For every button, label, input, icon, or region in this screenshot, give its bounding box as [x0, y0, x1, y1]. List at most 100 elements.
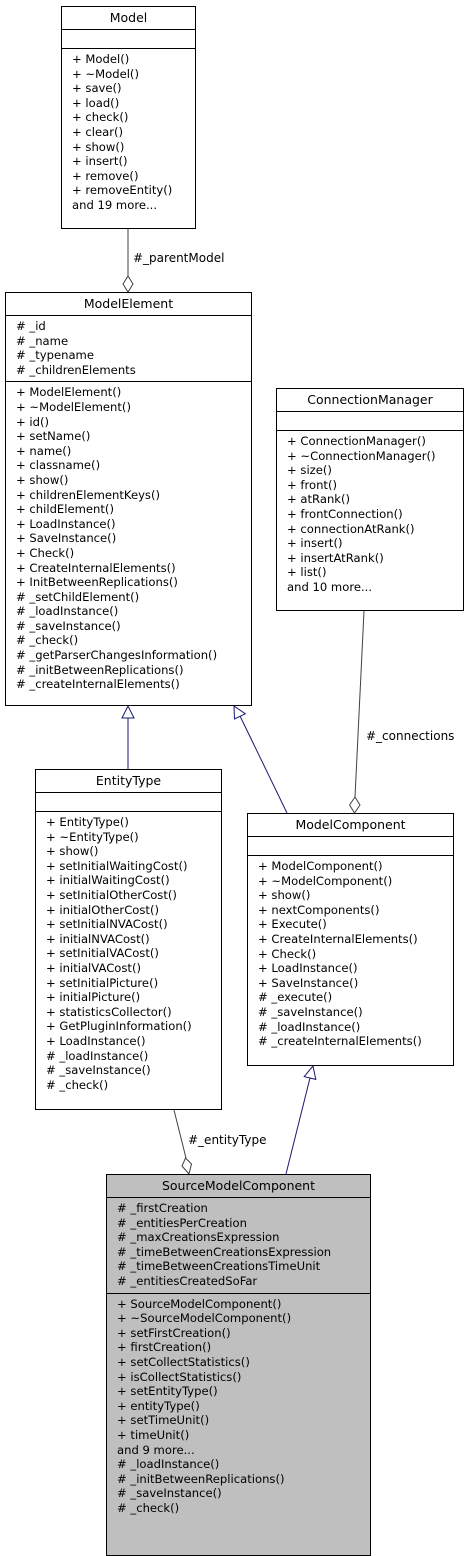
attribute: # _childrenElements: [16, 362, 136, 377]
attribute: # _name: [16, 333, 69, 348]
method: + size(): [287, 463, 332, 478]
method: + CreateInternalElements(): [258, 931, 418, 946]
method: # _initBetweenReplications(): [117, 1471, 285, 1486]
method: + setInitialVACost(): [46, 946, 159, 961]
method: + save(): [72, 81, 122, 96]
edge-label-entity-type: #_entityType: [188, 1133, 267, 1147]
method: + statisticsCollector(): [46, 1004, 172, 1019]
edge-label-connections: #_connections: [366, 729, 455, 743]
method: + setCollectStatistics(): [117, 1354, 250, 1369]
method: + remove(): [72, 168, 139, 183]
method: + ~ModelElement(): [16, 399, 131, 414]
method: # _setChildElement(): [16, 589, 140, 604]
method: + Model(): [72, 52, 130, 66]
method: + LoadInstance(): [16, 516, 116, 531]
method: + GetPluginInformation(): [46, 1019, 192, 1034]
methods-section: + ModelElement()+ ~ModelElement()+ id()+…: [6, 382, 251, 695]
attribute: # _entitiesPerCreation: [117, 1215, 247, 1230]
method: + Check(): [16, 545, 75, 560]
method: and 9 more...: [117, 1442, 195, 1457]
method: + show(): [16, 472, 69, 487]
method: + setEntityType(): [117, 1384, 218, 1399]
attributes-section: [62, 30, 195, 49]
method: # _createInternalElements(): [258, 1034, 422, 1049]
method: + ~SourceModelComponent(): [117, 1311, 292, 1326]
attribute: # _timeBetweenCreationsTimeUnit: [117, 1259, 321, 1274]
method: + setInitialNVACost(): [46, 917, 168, 932]
method: + show(): [46, 844, 99, 859]
method: + setInitialWaitingCost(): [46, 858, 188, 873]
method: + ModelElement(): [16, 385, 122, 400]
method: # _saveInstance(): [258, 1004, 363, 1019]
method: + Check(): [258, 946, 317, 961]
methods-section: + ConnectionManager()+ ~ConnectionManage…: [277, 431, 463, 599]
edge-source-inherits-modelcomponent: [285, 1064, 317, 1175]
attributes-section: # _id# _name# _typename# _childrenElemen…: [6, 316, 251, 383]
edge-modelcomponent-inherits-modelelement: [233, 705, 288, 814]
attribute: # _entitiesCreatedSoFar: [117, 1273, 258, 1288]
class-name: ModelComponent: [248, 814, 453, 837]
method: + clear(): [72, 124, 124, 139]
method: + SourceModelComponent(): [117, 1296, 282, 1311]
method: # _saveInstance(): [46, 1063, 151, 1078]
methods-section: + EntityType()+ ~EntityType()+ show()+ s…: [36, 812, 221, 1096]
method: + setInitialOtherCost(): [46, 887, 177, 902]
class-model-component[interactable]: ModelComponent + ModelComponent()+ ~Model…: [247, 813, 454, 1066]
method: + firstCreation(): [117, 1340, 212, 1355]
methods-section: + SourceModelComponent()+ ~SourceModelCo…: [107, 1294, 370, 1520]
method: + ConnectionManager(): [287, 434, 426, 448]
edge-entity-type: [173, 1109, 193, 1176]
method: # _execute(): [258, 990, 333, 1005]
method: + ~EntityType(): [46, 829, 139, 844]
method: + show(): [258, 888, 311, 903]
method: + load(): [72, 95, 120, 110]
method: # _initBetweenReplications(): [16, 662, 184, 677]
method: + initialWaitingCost(): [46, 873, 170, 888]
method: + setFirstCreation(): [117, 1325, 231, 1340]
method: + classname(): [16, 458, 101, 473]
method: + ~ModelComponent(): [258, 873, 393, 888]
method: # _saveInstance(): [117, 1486, 222, 1501]
class-model-element[interactable]: ModelElement# _id# _name# _typename# _ch…: [5, 292, 252, 706]
method: + initialOtherCost(): [46, 902, 160, 917]
class-model[interactable]: Model+ Model()+ ~Model()+ save()+ load()…: [61, 6, 196, 229]
method: + setTimeUnit(): [117, 1413, 210, 1428]
class-connection-manager[interactable]: ConnectionManager+ ConnectionManager()+ …: [276, 388, 464, 611]
method: + insert(): [72, 154, 128, 169]
attribute: # _timeBetweenCreationsExpression: [117, 1244, 332, 1259]
method: + Execute(): [258, 917, 327, 932]
method: + initialNVACost(): [46, 931, 150, 946]
method: + SaveInstance(): [258, 975, 359, 990]
method: + setInitialPicture(): [46, 975, 159, 990]
method: # _loadInstance(): [16, 604, 119, 619]
class-source-model-component[interactable]: SourceModelComponent# _firstCreation# _e…: [106, 1174, 371, 1556]
method: + LoadInstance(): [258, 961, 358, 976]
class-entity-type[interactable]: EntityType+ EntityType()+ ~EntityType()+…: [35, 769, 222, 1110]
method: + frontConnection(): [287, 506, 403, 521]
method: + removeEntity(): [72, 183, 173, 198]
method: + initialVACost(): [46, 960, 142, 975]
method: # _check(): [46, 1077, 109, 1092]
class-name: SourceModelComponent: [107, 1175, 370, 1198]
edge-label-parent-model: #_parentModel: [133, 251, 225, 265]
method: # _loadInstance(): [46, 1048, 149, 1063]
method: + initialPicture(): [46, 990, 141, 1005]
method: + atRank(): [287, 492, 351, 507]
method: + ModelComponent(): [258, 859, 383, 873]
method: # _saveInstance(): [16, 618, 121, 633]
attributes-section: [277, 412, 463, 431]
method: + childElement(): [16, 502, 114, 517]
method: + check(): [72, 110, 129, 125]
method: # _createInternalElements(): [16, 677, 180, 692]
attribute: # _firstCreation: [117, 1201, 208, 1215]
method: + insert(): [287, 536, 343, 551]
method: + list(): [287, 565, 327, 580]
method: + SaveInstance(): [16, 531, 117, 546]
method: + timeUnit(): [117, 1427, 190, 1442]
method: + InitBetweenReplications(): [16, 575, 178, 590]
method: + entityType(): [117, 1398, 200, 1413]
class-name: ConnectionManager: [277, 389, 463, 412]
method: + isCollectStatistics(): [117, 1369, 242, 1384]
attribute: # _maxCreationsExpression: [117, 1230, 280, 1245]
